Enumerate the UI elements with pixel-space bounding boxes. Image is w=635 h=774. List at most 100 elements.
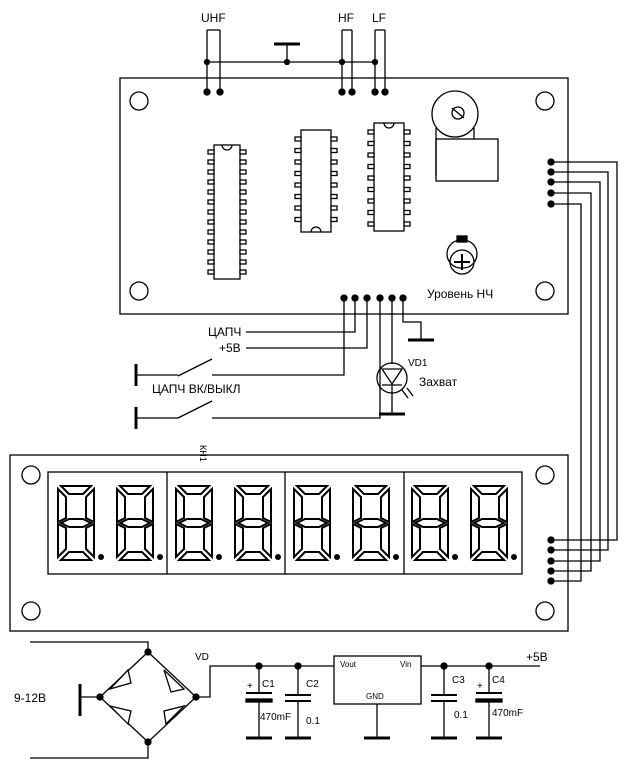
plus5v-label: +5В [219,341,241,355]
ic-pin [239,189,247,195]
ic-pin [330,147,338,154]
main-board [119,77,569,315]
c1-value: 470mF [260,712,291,723]
segment [470,522,480,560]
ic-pin [239,259,247,265]
segment [235,485,271,495]
ic-pin [207,269,215,275]
ic-pin [294,170,302,177]
ic-pin [367,163,375,170]
segment [411,522,421,560]
interconnect-bus [551,161,618,582]
c1-label: C1 [262,679,275,690]
segment [380,486,390,524]
ic-pin [294,193,302,200]
segment [412,485,448,495]
c4-label: C4 [492,675,505,686]
ic-pin [403,163,411,170]
ic-chip-1 [207,144,247,280]
ic-pin [294,159,302,165]
segment [471,485,507,495]
ic-pin [330,159,338,165]
ic-pin [239,159,247,165]
segment [412,518,448,528]
vin-label: Vin [400,660,411,669]
ic-pin [207,209,215,215]
segment [262,522,272,560]
ic-pin [403,152,411,158]
segment [176,518,212,528]
c4-plus: + [477,681,483,692]
digit [352,485,399,561]
ic-pin [239,199,247,205]
segment [498,486,508,524]
ic-pin [403,175,411,181]
segment [175,486,185,524]
capacitor-c3-icon [431,666,457,740]
decimal-point [452,554,458,560]
mount-hole-icon [129,91,149,111]
ic-pin [330,216,338,223]
segment [58,551,94,561]
ic-pin [239,249,247,255]
bridge-diode-icon [107,668,187,726]
segment [352,522,362,560]
mount-hole-icon [21,601,41,621]
segment [235,551,271,561]
segment [176,551,212,561]
seven-segment-display [57,485,517,561]
segment [471,551,507,561]
led-vd1-icon [376,358,414,416]
segment [439,486,449,524]
ic-pin [403,140,411,147]
board-connector-right [547,158,555,208]
segment [57,486,67,524]
ic-pin [239,229,247,235]
supply-rails [196,662,540,698]
capacitor-c1-icon [245,666,273,740]
ic-pin [239,149,247,155]
segment [411,486,421,524]
ic-pin [294,147,302,154]
ic-pin [330,170,338,177]
board-connector-bottom [340,294,407,302]
capacitor-c2-icon [285,666,311,740]
c2-label: C2 [306,679,319,690]
segment [234,522,244,560]
vout-label: Vout [340,660,357,669]
ic-pin [367,175,375,181]
segment [293,486,303,524]
digit [175,485,222,561]
ic-pin [207,219,215,225]
ic-pin [239,209,247,215]
capture-label: Захват [419,375,458,389]
segment [321,522,331,560]
ic-pin [207,229,215,235]
segment [353,485,389,495]
segment [294,485,330,495]
vd-label: VD [195,652,209,663]
ic-pin [207,179,215,185]
ic-pin [207,169,215,175]
trimmer-icon [431,90,499,182]
digit [234,485,281,561]
ic-pin [207,159,215,165]
segment [203,522,213,560]
decimal-point [275,554,281,560]
segment [176,485,212,495]
segment [85,522,95,560]
apch-switch-label: ЦАПЧ ВК/ВЫКЛ [152,382,241,396]
segment [144,522,154,560]
digit [57,485,104,561]
supply-in-label: 9-12В [14,691,46,705]
decimal-point [511,554,517,560]
level-lf-label: Уровень НЧ [427,287,493,301]
ic-pin [403,186,411,193]
mount-hole-icon [535,281,555,301]
segment [57,522,67,560]
ic-pin [294,182,302,188]
segment [380,522,390,560]
gnd-label: GND [366,692,384,701]
decimal-point [157,554,163,560]
